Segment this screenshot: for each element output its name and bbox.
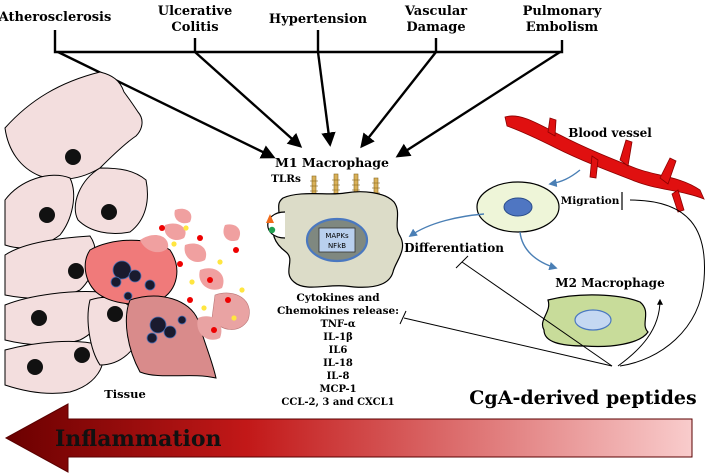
disease-label: Ulcerative: [158, 4, 233, 19]
pathogen-triangle-icon: [266, 214, 274, 223]
m2-macrophage-cell: [542, 294, 649, 348]
tissue: [4, 71, 250, 394]
inflammation-arrow: Inflammation: [4, 403, 693, 473]
cytokine-item: MCP-1: [319, 384, 356, 395]
cytokine-item: IL-18: [323, 358, 353, 369]
cytokines-list: Cytokines and Chemokines release: TNF-α …: [277, 292, 399, 408]
tissue-nucleus: [39, 207, 55, 223]
m2-macrophage-label: M2 Macrophage: [555, 276, 665, 290]
migration-arrow: [548, 169, 581, 188]
tlrs-label: TLRs: [271, 173, 301, 185]
m1-macrophage-label: M1 Macrophage: [275, 155, 389, 170]
tissue-nucleus: [74, 347, 90, 363]
disease-ulcerative-colitis: Ulcerative Colitis: [158, 4, 233, 35]
tissue-nucleus: [107, 306, 123, 322]
disease-vascular-damage: Vascular Damage: [404, 4, 467, 35]
cytokine-item: CCL-2, 3 and CXCL1: [281, 397, 394, 408]
tissue-nucleus: [27, 359, 43, 375]
tlr-receptor: [310, 175, 318, 197]
tissue-label: Tissue: [104, 387, 146, 401]
inflammation-label: Inflammation: [55, 426, 222, 452]
disease-label: Damage: [406, 20, 465, 35]
monocyte-nucleus: [503, 197, 533, 217]
differentiation-arrow-m2: [519, 231, 558, 271]
blood-vessel: [504, 115, 705, 213]
disease-label: Embolism: [526, 20, 599, 35]
tissue-nucleus: [68, 263, 84, 279]
nfkb-label: NFkB: [328, 242, 346, 250]
immune-aggregates: [110, 260, 187, 344]
tissue-particles: [140, 208, 250, 340]
disease-label: Vascular: [404, 4, 467, 19]
tlr-receptors: [310, 173, 380, 199]
disease-label: Atherosclerosis: [0, 10, 111, 25]
pathogen-dot-icon: [268, 226, 276, 234]
disease-label: Hypertension: [269, 12, 368, 27]
cytokine-item: IL6: [329, 345, 348, 356]
cytokines-heading: Chemokines release:: [277, 305, 399, 317]
cytokine-item: IL-8: [327, 371, 350, 382]
disease-pulmonary-embolism: Pulmonary Embolism: [523, 4, 602, 35]
disease-label: Colitis: [171, 20, 218, 35]
disease-label: Pulmonary: [523, 4, 602, 19]
m1-macrophage-cell: MAPKs NFkB: [266, 191, 404, 288]
disease-arrows: [57, 50, 561, 159]
cytokine-item: IL-1β: [323, 332, 353, 343]
cga-peptides-label: CgA-derived peptides: [469, 387, 696, 409]
cytokine-item: TNF-α: [320, 319, 355, 330]
monocyte-cell: [476, 181, 560, 233]
tissue-nucleus: [31, 310, 47, 326]
disease-hypertension: Hypertension: [269, 12, 368, 27]
disease-bracket: [53, 30, 564, 54]
differentiation-label: Differentiation: [404, 241, 504, 255]
disease-atherosclerosis: Atherosclerosis: [0, 10, 111, 25]
tissue-nucleus: [101, 204, 117, 220]
blood-vessel-label: Blood vessel: [568, 126, 652, 140]
tlr-receptor: [332, 173, 340, 197]
mapks-label: MAPKs: [325, 232, 349, 240]
migration-label: Migration: [561, 195, 620, 207]
m2-nucleus: [574, 309, 612, 331]
signaling-box: [318, 227, 356, 253]
cytokines-heading: Cytokines and: [296, 292, 380, 304]
tissue-nucleus: [65, 149, 81, 165]
differentiation-arrow-m1: [408, 213, 485, 237]
cga-regulation-lines: [399, 199, 706, 367]
